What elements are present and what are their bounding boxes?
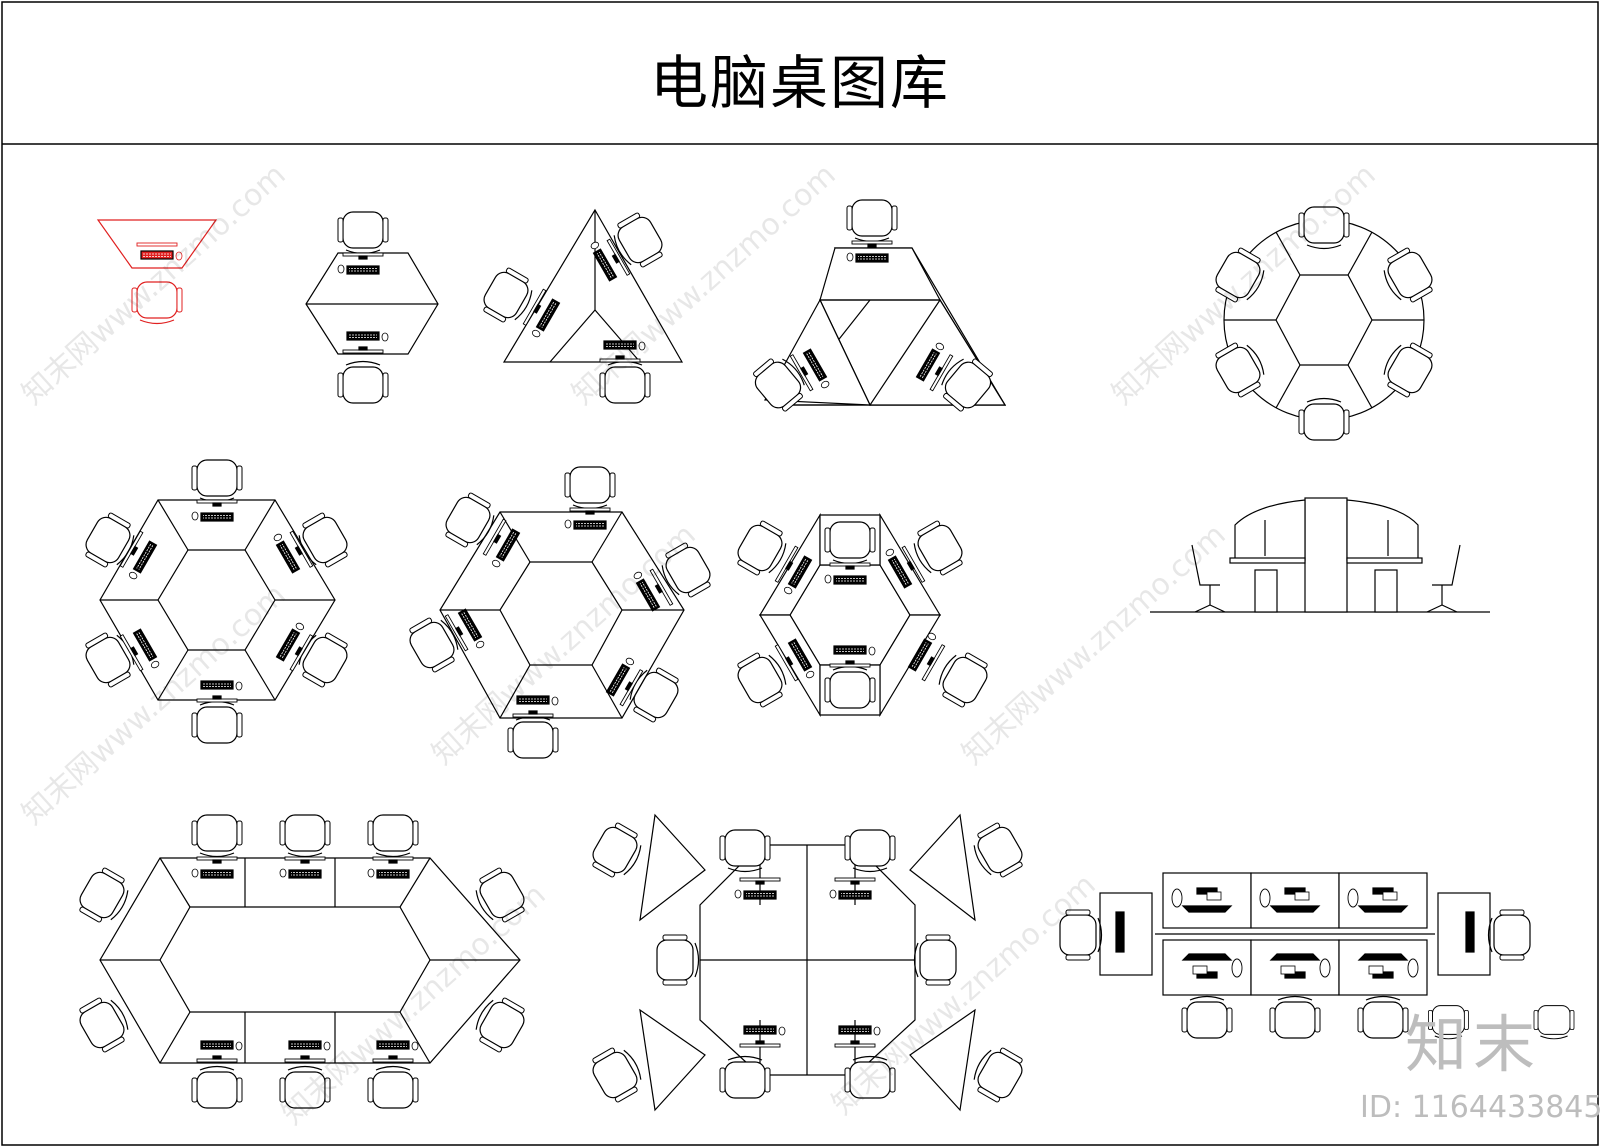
- three-desk-triangle: [477, 208, 684, 404]
- star-six-desk-cluster: [731, 512, 994, 718]
- single-desk-red: [96, 219, 218, 325]
- desk-side-elevation: [1150, 497, 1490, 613]
- asset-id-label: ID: 1164433845: [1360, 1090, 1600, 1125]
- page-title: 电脑桌图库: [649, 49, 950, 117]
- round-six-desk-cluster: [1209, 206, 1439, 441]
- hexagon-triangle-desk-ring: [403, 466, 717, 759]
- hexagon-with-satellite-desks: [586, 813, 1029, 1112]
- bench-workstation-cluster: [1059, 872, 1575, 1040]
- brand-logo: 知末: [1405, 1008, 1542, 1081]
- hexagon-six-desk-ring: [79, 459, 354, 744]
- three-desk-inverted-triangle: [747, 199, 1007, 417]
- paired-triangle-desk: [305, 211, 439, 404]
- long-ring-desk-cluster: [73, 814, 531, 1109]
